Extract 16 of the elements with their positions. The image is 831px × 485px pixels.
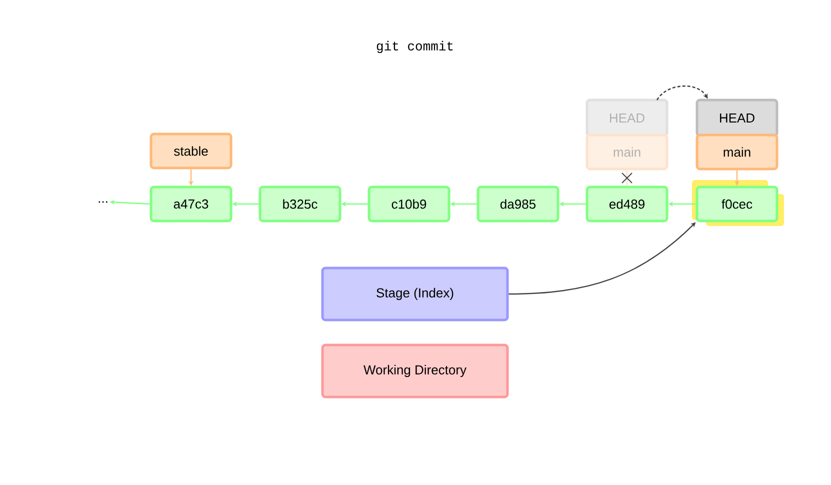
commit-box: ed489 xyxy=(586,186,668,222)
head-label-box: HEAD xyxy=(586,98,668,138)
branch-label-box: main xyxy=(586,134,668,170)
area-box: Working Directory xyxy=(321,344,509,398)
commit-box: b325c xyxy=(258,186,342,222)
commit-box: a47c3 xyxy=(150,186,232,222)
commit-box: f0cec xyxy=(696,186,778,222)
branch-label-box: stable xyxy=(150,132,232,170)
area-box: Stage (Index) xyxy=(321,266,509,322)
head-label-box: HEAD xyxy=(696,98,778,138)
title: git commit xyxy=(376,40,453,54)
branch-label-box: main xyxy=(696,134,778,170)
commit-box: c10b9 xyxy=(368,186,450,222)
plain-text: ... xyxy=(98,201,108,203)
arrow xyxy=(656,85,708,100)
commit-box: da985 xyxy=(476,186,560,222)
